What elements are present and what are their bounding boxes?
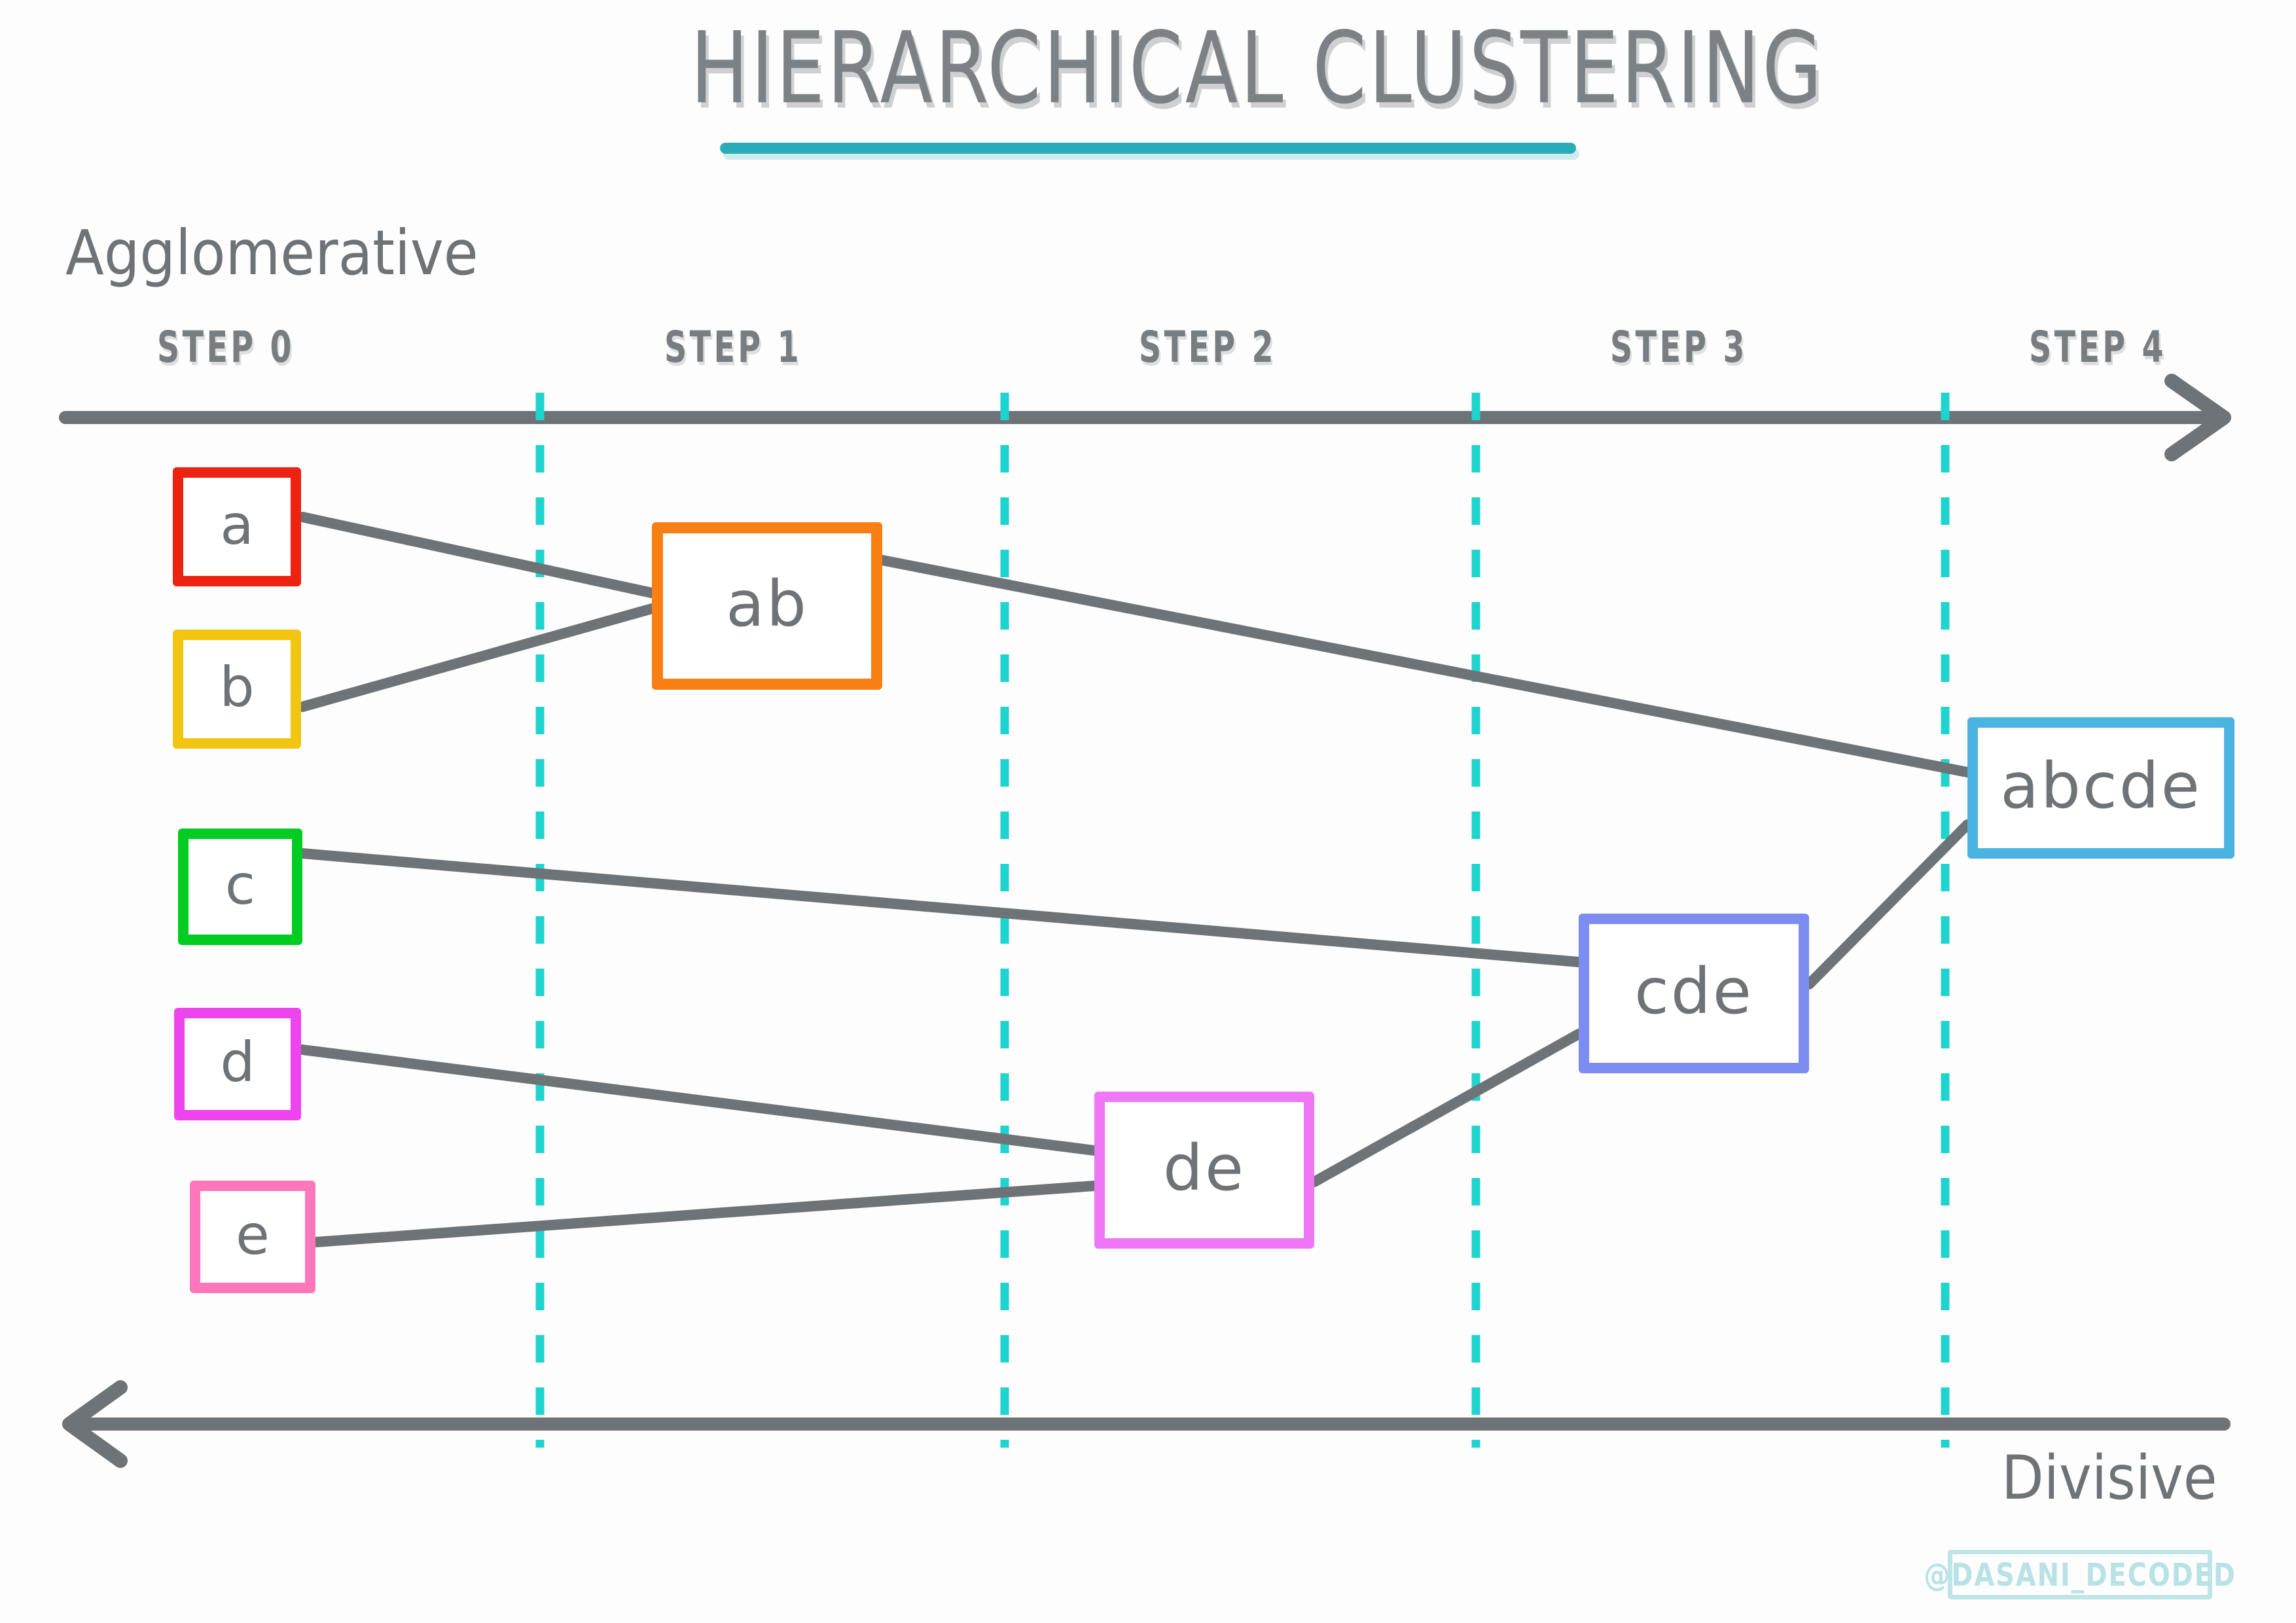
cluster-node-label-abcde: abcde	[2000, 749, 2202, 823]
cluster-node-label-a: a	[220, 493, 254, 557]
link-c-to-cde	[297, 848, 1584, 967]
cluster-node-b[interactable]: b	[173, 630, 301, 749]
cluster-node-label-de: de	[1163, 1132, 1246, 1205]
cluster-node-ab[interactable]: ab	[652, 522, 882, 690]
top-timeline-arrow	[59, 374, 2231, 461]
cluster-node-label-d: d	[220, 1030, 255, 1094]
cluster-node-a[interactable]: a	[173, 467, 301, 586]
link-b-to-ab	[297, 603, 657, 712]
link-a-to-ab	[297, 512, 657, 598]
dendrogram-link-group	[297, 512, 1973, 1247]
watermark-badge: @DASANI_DECODED	[1924, 1550, 2235, 1599]
watermark-text: @DASANI_DECODED	[1924, 1556, 2236, 1594]
cluster-node-abcde[interactable]: abcde	[1967, 717, 2234, 859]
cluster-node-de[interactable]: de	[1094, 1092, 1314, 1249]
agglomerative-label: Agglomerative	[65, 217, 478, 290]
step-label-2: STEP 2	[1139, 321, 1276, 372]
title-underline	[720, 143, 1576, 154]
step-label-0: STEP 0	[157, 321, 295, 372]
cluster-node-label-ab: ab	[726, 567, 808, 641]
cluster-node-label-b: b	[219, 655, 255, 719]
link-d-to-de	[297, 1044, 1100, 1156]
cluster-node-label-cde: cde	[1634, 955, 1753, 1028]
divisive-label: Divisive	[2001, 1442, 2217, 1514]
step-label-4: STEP 4	[2029, 321, 2166, 372]
cluster-node-d[interactable]: d	[174, 1008, 301, 1120]
cluster-node-label-c: c	[224, 853, 256, 917]
cluster-node-e[interactable]: e	[190, 1181, 315, 1293]
link-de-to-cde	[1309, 1029, 1584, 1187]
bottom-timeline-arrow	[62, 1380, 2231, 1468]
cluster-node-cde[interactable]: cde	[1579, 914, 1809, 1073]
step-label-1: STEP 1	[664, 321, 802, 372]
page-title: HIERARCHICAL CLUSTERING	[691, 11, 1825, 126]
link-cde-to-abcde	[1804, 819, 1973, 990]
cluster-node-label-e: e	[236, 1203, 270, 1267]
link-e-to-de	[310, 1181, 1100, 1247]
cluster-node-c[interactable]: c	[178, 829, 302, 945]
link-ab-to-abcde	[877, 555, 1973, 777]
step-label-3: STEP 3	[1610, 321, 1748, 372]
